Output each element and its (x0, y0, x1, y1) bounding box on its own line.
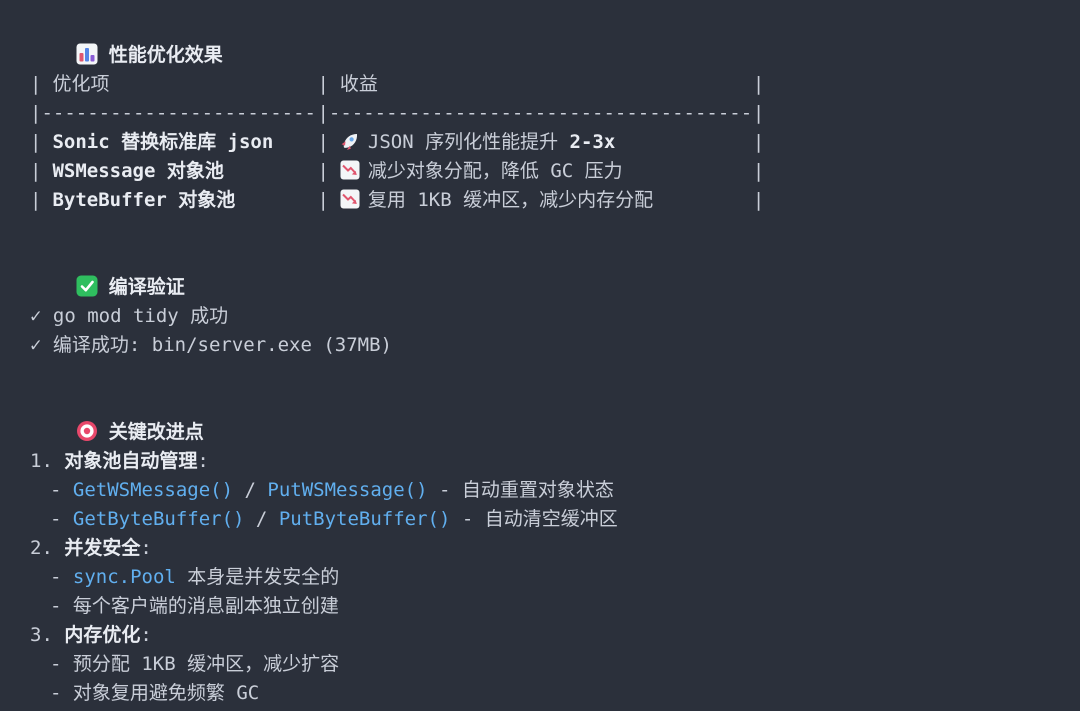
list-item-2: 2. 并发安全: (30, 534, 1060, 563)
check-icon (76, 275, 98, 297)
subitem-text: - 自动重置对象状态 (427, 479, 614, 501)
table-cell-benefit: 减少对象分配，降低 GC 压力 (329, 157, 753, 186)
subitem-text: 预分配 1KB 缓冲区，减少扩容 (72, 653, 340, 675)
subitem-text: 对象复用避免频繁 GC (72, 682, 260, 704)
code-text: PutByteBuffer() (278, 508, 451, 530)
table-border: | (752, 73, 765, 95)
table-row: | Sonic 替换标准库 json | JSON 序列化性能提升 2-3x | (30, 128, 1060, 157)
bar-chart-icon (76, 43, 98, 65)
section-title-text: 关键改进点 (108, 421, 204, 443)
table-cell-item: ByteBuffer 对象池 (52, 189, 236, 211)
table-header-row: | 优化项 | 收益 | (30, 70, 1060, 99)
table-border: | (317, 189, 329, 211)
table-border: | (30, 131, 42, 153)
benefit-text: 减少对象分配，降低 GC 压力 (367, 160, 623, 182)
table-cell-benefit: JSON 序列化性能提升 2-3x (329, 128, 753, 157)
bullet: - (50, 566, 73, 588)
separator-text: / (244, 508, 279, 530)
table-border: | (752, 131, 765, 153)
code-text: sync.Pool (72, 566, 176, 588)
table-header-benefit: 收益 (339, 73, 378, 95)
table-border: | (752, 189, 765, 211)
list-item-1: 1. 对象池自动管理: (30, 447, 1060, 476)
table-border: | (30, 73, 42, 95)
code-text: GetByteBuffer() (72, 508, 245, 530)
section-title-text: 编译验证 (108, 276, 185, 298)
list-label: 并发安全 (64, 537, 141, 559)
bullet: - (50, 479, 73, 501)
performance-table: | 优化项 | 收益 | | -------------------------… (30, 70, 1060, 215)
table-separator-dashes: ----------------------------------------… (41, 102, 317, 124)
table-border: | (317, 131, 329, 153)
bullet: - (50, 682, 73, 704)
list-item-3: 3. 内存优化: (30, 621, 1060, 650)
list-number: 3. (30, 624, 65, 646)
table-border: | (30, 160, 42, 182)
table-border: | (317, 160, 329, 182)
list-subitem: - 预分配 1KB 缓冲区，减少扩容 (30, 650, 1060, 679)
table-cell-benefit: 复用 1KB 缓冲区，减少内存分配 (329, 186, 753, 215)
benefit-text: JSON 序列化性能提升 (367, 131, 570, 153)
check-mark: ✓ (30, 334, 42, 356)
bullet: - (50, 595, 73, 617)
table-header-item: 优化项 (52, 73, 110, 95)
subitem-text: - 自动清空缓冲区 (450, 508, 618, 530)
improvements-list: 1. 对象池自动管理: - GetWSMessage() / PutWSMess… (30, 447, 1060, 708)
table-cell-item: WSMessage 对象池 (52, 160, 224, 182)
check-text: 编译成功: bin/server.exe (37MB) (41, 334, 392, 356)
benefit-text-bold: 2-3x (569, 131, 616, 153)
compile-checks: ✓ go mod tidy 成功 ✓ 编译成功: bin/server.exe … (30, 302, 1060, 360)
table-separator-row: | --------------------------------------… (30, 99, 1060, 128)
rocket-icon (341, 134, 357, 150)
list-subitem: - 每个客户端的消息副本独立创建 (30, 592, 1060, 621)
check-line: ✓ 编译成功: bin/server.exe (37MB) (30, 331, 1060, 360)
table-border: | (30, 102, 42, 124)
check-line: ✓ go mod tidy 成功 (30, 302, 1060, 331)
chart-decreasing-icon (340, 189, 360, 209)
table-border: | (30, 189, 42, 211)
table-border: | (752, 102, 765, 124)
list-label: 内存优化 (64, 624, 141, 646)
dart-icon (76, 421, 97, 441)
table-separator-dashes: ----------------------------------------… (328, 102, 753, 124)
list-colon: : (140, 624, 152, 646)
list-subitem: - 对象复用避免频繁 GC (30, 679, 1060, 708)
bullet: - (50, 653, 73, 675)
section-title-improvements: 关键改进点 (30, 389, 1060, 443)
table-border: | (317, 73, 329, 95)
table-row: | WSMessage 对象池 | 减少对象分配，降低 GC 压力 | (30, 157, 1060, 186)
table-border: | (317, 102, 329, 124)
section-title-compile: 编译验证 (30, 244, 1060, 298)
code-text: PutWSMessage() (267, 479, 428, 501)
table-cell-item: Sonic 替换标准库 json (52, 131, 274, 153)
table-row: | ByteBuffer 对象池 | 复用 1KB 缓冲区，减少内存分配 | (30, 186, 1060, 215)
code-text: GetWSMessage() (72, 479, 234, 501)
section-title-performance: 性能优化效果 (30, 12, 1060, 66)
bullet: - (50, 508, 73, 530)
list-subitem: - GetWSMessage() / PutWSMessage() - 自动重置… (30, 476, 1060, 505)
list-label: 对象池自动管理 (64, 450, 198, 472)
list-subitem: - sync.Pool 本身是并发安全的 (30, 563, 1060, 592)
chart-decreasing-icon (340, 160, 360, 180)
separator-text: / (233, 479, 268, 501)
section-title-text: 性能优化效果 (108, 44, 223, 66)
benefit-text: 复用 1KB 缓冲区，减少内存分配 (367, 189, 654, 211)
table-border: | (752, 160, 765, 182)
subitem-text: 每个客户端的消息副本独立创建 (72, 595, 339, 617)
list-colon: : (140, 537, 152, 559)
check-mark: ✓ (30, 305, 42, 327)
list-subitem: - GetByteBuffer() / PutByteBuffer() - 自动… (30, 505, 1060, 534)
check-text: go mod tidy 成功 (41, 305, 229, 327)
list-number: 2. (30, 537, 65, 559)
list-number: 1. (30, 450, 65, 472)
list-colon: : (197, 450, 209, 472)
subitem-text: 本身是并发安全的 (175, 566, 340, 588)
